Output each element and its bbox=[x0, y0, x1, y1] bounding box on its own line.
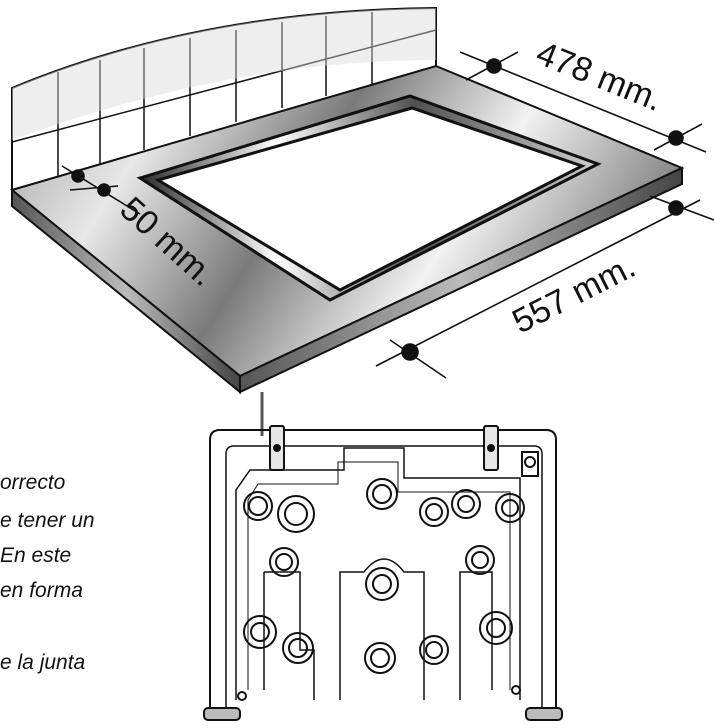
depth-label: 557 mm. bbox=[506, 247, 641, 341]
instruction-line-2: e tener un bbox=[0, 509, 95, 532]
dimension-width bbox=[459, 51, 707, 153]
instruction-line-1: orrecto bbox=[0, 471, 66, 494]
cutout-opening bbox=[136, 94, 602, 302]
instruction-line-5: e la junta bbox=[0, 651, 86, 674]
wall-tiles bbox=[11, 6, 437, 192]
width-label: 478 mm. bbox=[531, 34, 668, 119]
dimension-margin bbox=[61, 165, 141, 215]
hob-underside bbox=[203, 425, 563, 721]
dimension-depth bbox=[375, 195, 714, 379]
instruction-line-4: en forma bbox=[0, 579, 83, 602]
instruction-line-3: En este bbox=[0, 544, 72, 567]
